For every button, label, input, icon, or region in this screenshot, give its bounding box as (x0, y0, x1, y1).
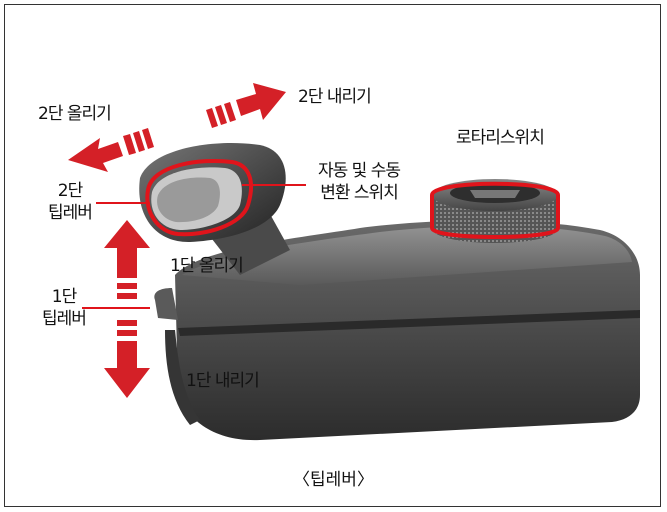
figure-frame (4, 4, 661, 507)
controller-housing (154, 220, 640, 441)
shift-down-1-arrow (104, 320, 150, 398)
label-shift-up-1: 1단 올리기 (170, 256, 244, 276)
leader-lines (82, 184, 306, 309)
label-auto-manual-line2: 변환 스위치 (320, 183, 399, 203)
shift-down-2-arrow (206, 83, 286, 128)
label-tip-lever-1-line2: 팁레버 (42, 309, 87, 329)
label-tip-lever-2: 2단 팁레버 (40, 180, 100, 224)
label-auto-manual-switch: 자동 및 수동 변환 스위치 (304, 160, 414, 204)
tip-lever-head (139, 143, 286, 243)
figure-caption: 〈팁레버〉 (293, 470, 374, 490)
label-tip-lever-2-line2: 팁레버 (48, 203, 93, 223)
label-shift-down-1: 1단 내리기 (186, 371, 260, 391)
label-tip-lever-1-line1: 1단 (51, 287, 77, 307)
label-rotary-switch: 로타리스위치 (456, 128, 545, 148)
shift-up-2-arrow (68, 128, 154, 172)
label-shift-down-2: 2단 내리기 (298, 87, 372, 107)
auto-manual-switch-highlight (145, 158, 253, 237)
label-tip-lever-1: 1단 팁레버 (34, 286, 94, 330)
label-tip-lever-2-line1: 2단 (57, 181, 83, 201)
label-shift-up-2: 2단 올리기 (38, 104, 112, 124)
rotary-switch-knob (430, 179, 560, 243)
shift-up-1-arrow (104, 220, 150, 299)
label-auto-manual-line1: 자동 및 수동 (317, 161, 401, 181)
rotary-switch-highlight (430, 181, 560, 239)
